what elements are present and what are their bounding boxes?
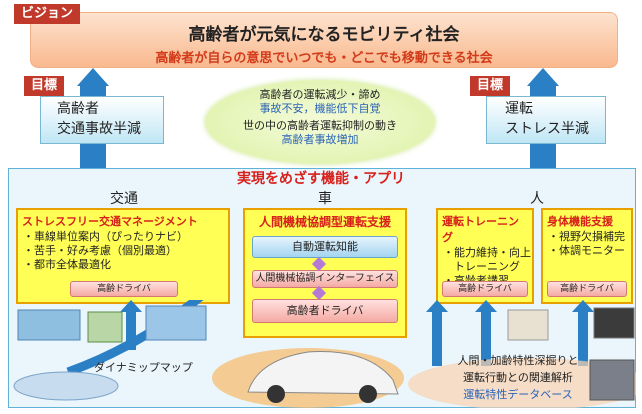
training-item: トレーニング bbox=[443, 260, 520, 273]
arrow-up-icon bbox=[426, 300, 448, 312]
analysis-line3: 運転特性データベース bbox=[463, 388, 573, 401]
support-heading: 身体機能支援 bbox=[547, 215, 613, 228]
auto-driving-pill: 自動運転知能 bbox=[252, 236, 398, 258]
display-image-icon bbox=[593, 307, 635, 339]
column-traffic: 交通 bbox=[110, 191, 138, 207]
dynamic-map-icon bbox=[13, 371, 119, 401]
car-icon bbox=[247, 351, 399, 395]
vision-title: 高齢者が元気になるモビリティ社会 bbox=[188, 25, 460, 45]
bottom-graphics bbox=[13, 300, 636, 408]
traffic-driver-pill: 高齢ドライバ bbox=[70, 281, 178, 297]
traffic-item: ・都市全体最適化 bbox=[23, 258, 111, 271]
support-item: ・体調モニター bbox=[548, 244, 625, 257]
support-item: ・視野欠損補完 bbox=[548, 230, 625, 243]
cloud-line1: 高齢者の運転減少・諦め bbox=[259, 88, 381, 101]
arrow-up-icon bbox=[578, 310, 588, 366]
monitor-image-icon bbox=[589, 359, 635, 401]
issues-cloud: 高齢者の運転減少・諦め 事故不安，機能低下自覚 世の中の高齢者運転抑制の動き 高… bbox=[205, 80, 435, 164]
arrow-up-icon bbox=[572, 300, 594, 312]
analysis-glow-icon bbox=[408, 358, 636, 408]
dynamic-map-label: ダイナミップマップ bbox=[94, 361, 193, 374]
car-heading: 人間機械協調型運転支援 bbox=[258, 215, 391, 229]
goal-right-tag: 目標 bbox=[470, 76, 511, 96]
cloud-line4: 高齢者事故増加 bbox=[281, 133, 359, 146]
vision-subtitle: 高齢者が自らの意思でいつでも・どこでも移動できる社会 bbox=[155, 51, 493, 66]
goal-right-box: 運転 ストレス半減 bbox=[486, 96, 606, 144]
training-image-icon bbox=[507, 309, 549, 341]
traffic-heading: ストレスフリー交通マネージメント bbox=[22, 215, 198, 228]
main-title: 実現をめざす機能・アプリ bbox=[237, 171, 405, 187]
training-item: ・能力維持・向上 bbox=[443, 246, 531, 259]
elderly-driver-pill: 高齢者ドライバ bbox=[252, 299, 398, 323]
support-driver-pill: 高齢ドライバ bbox=[547, 281, 627, 297]
navigation-image-icon bbox=[145, 305, 207, 341]
arrow-up-icon bbox=[432, 310, 442, 366]
vision-banner: 高齢者が元気になるモビリティ社会 高齢者が自らの意思でいつでも・どこでも移動でき… bbox=[30, 12, 618, 68]
arrow-left-head bbox=[77, 68, 109, 86]
goal-right-line1: 運転 bbox=[505, 101, 533, 117]
column-person: 人 bbox=[530, 191, 544, 207]
goal-right-line2: ストレス半減 bbox=[505, 121, 589, 137]
arrow-up-icon bbox=[481, 310, 491, 366]
traffic-item: ・車線単位案内（ぴったりナビ） bbox=[23, 230, 188, 243]
arrow-up-icon bbox=[120, 300, 142, 312]
goal-left-tag: 目標 bbox=[24, 76, 65, 96]
arrow-right-head bbox=[527, 68, 559, 86]
traffic-box: ストレスフリー交通マネージメント ・車線単位案内（ぴったりナビ） ・苦手・好み考… bbox=[16, 208, 230, 304]
arrow-up-icon bbox=[475, 300, 497, 312]
traffic-item: ・苦手・好み考慮（個別最適） bbox=[23, 244, 177, 257]
arrow-up-icon bbox=[126, 310, 136, 350]
goal-left-box: 高齢者 交通事故半減 bbox=[40, 96, 164, 144]
analysis-line2: 運転行動との関連解析 bbox=[463, 371, 573, 384]
goal-left-line1: 高齢者 bbox=[57, 101, 99, 117]
road-image-icon bbox=[87, 311, 123, 343]
training-driver-pill: 高齢ドライバ bbox=[442, 281, 528, 297]
wheel-icon bbox=[267, 385, 285, 403]
training-heading: 運転トレーニング bbox=[442, 215, 519, 244]
column-car: 車 bbox=[318, 191, 332, 207]
cloud-line2: 事故不安，機能低下自覚 bbox=[259, 102, 381, 115]
city-image-icon bbox=[17, 309, 81, 341]
goal-left-line2: 交通事故半減 bbox=[57, 121, 141, 137]
wheel-icon bbox=[359, 385, 377, 403]
training-box: 運転トレーニング ・能力維持・向上 トレーニング ・高齢者講習 bbox=[436, 208, 534, 304]
analysis-text: 人間・加齢特性深掘りと 運転行動との関連解析 運転特性データベース bbox=[448, 352, 588, 403]
analysis-line1: 人間・加齢特性深掘りと bbox=[457, 354, 579, 367]
cloud-line3: 世の中の高齢者運転抑制の動き bbox=[243, 119, 397, 132]
vision-tag: ビジョン bbox=[14, 4, 81, 24]
hmi-pill: 人間機械協調インターフェイス bbox=[252, 270, 398, 288]
